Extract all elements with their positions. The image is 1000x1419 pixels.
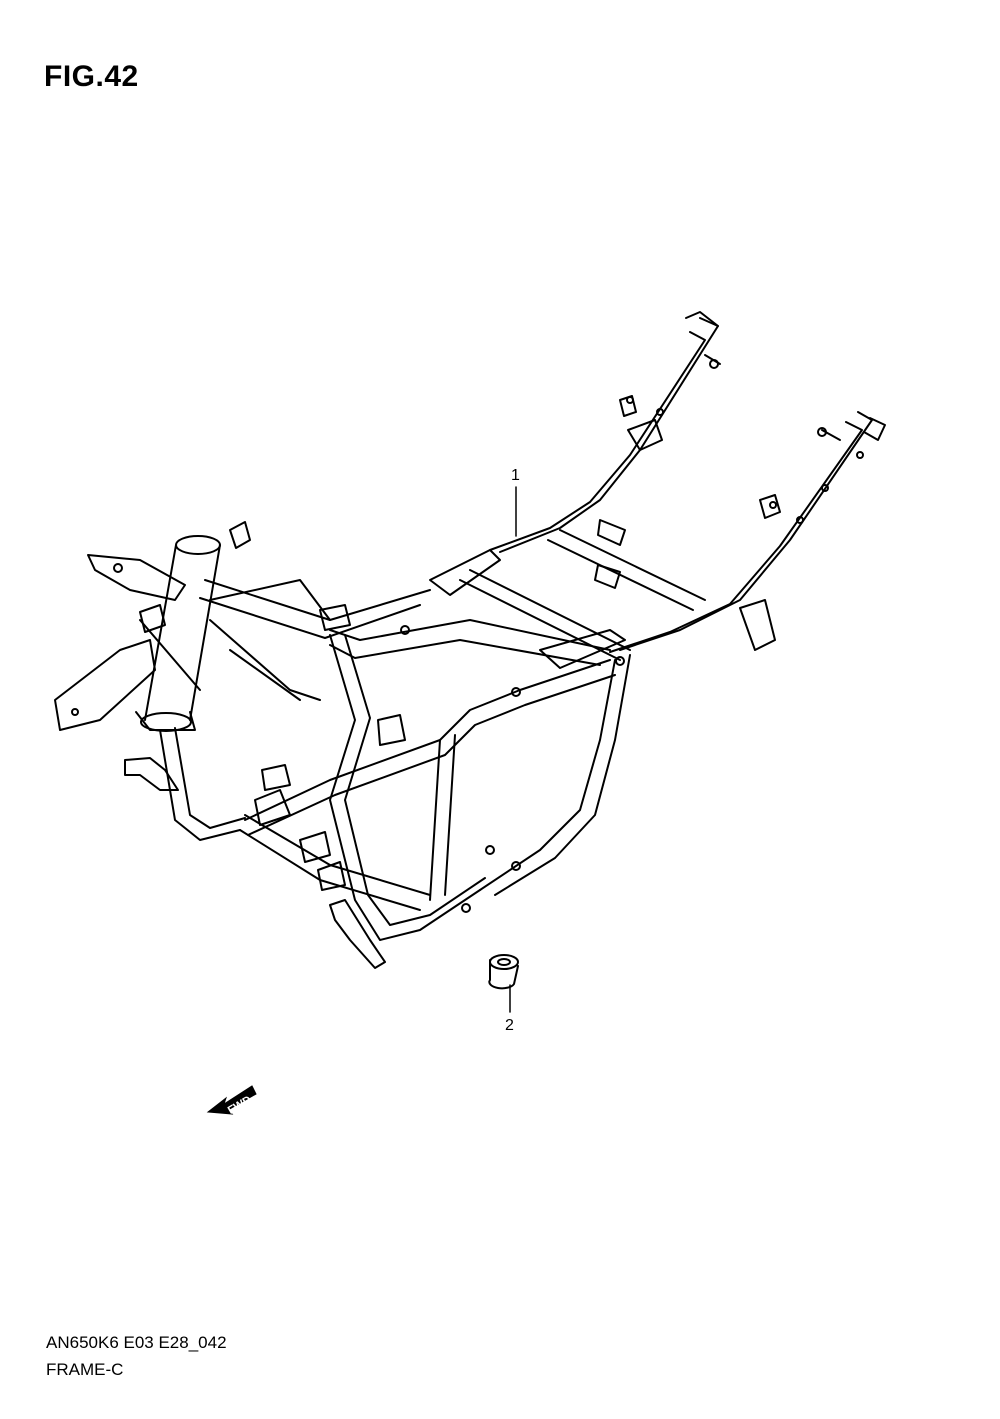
fwd-arrow-icon: FWD xyxy=(206,1085,257,1117)
diagram-name: FRAME-C xyxy=(46,1360,124,1379)
part-2-collar xyxy=(488,954,519,990)
figure-title: FIG.42 xyxy=(44,60,139,93)
head-tube xyxy=(87,535,221,732)
diagram-code: AN650K6 E03 E28_042 xyxy=(46,1333,227,1352)
stand-bracket xyxy=(329,899,386,969)
rear-cross-member xyxy=(429,519,706,669)
fwd-arrow-label: FWD xyxy=(226,1094,254,1117)
main-spine xyxy=(199,579,611,666)
engine-mount-brackets xyxy=(139,521,406,891)
callout-1-label: 1 xyxy=(511,467,520,484)
left-rear-rail xyxy=(489,311,721,553)
front-footrest-bracket xyxy=(54,639,179,791)
lower-main-tube xyxy=(239,659,616,911)
right-rear-rail xyxy=(609,411,886,653)
rear-rail-brackets xyxy=(619,395,781,651)
mount-bosses xyxy=(400,396,864,913)
front-down-tubes xyxy=(159,579,486,941)
callout-2-label: 2 xyxy=(505,1017,514,1034)
lower-right-loop xyxy=(429,654,631,901)
